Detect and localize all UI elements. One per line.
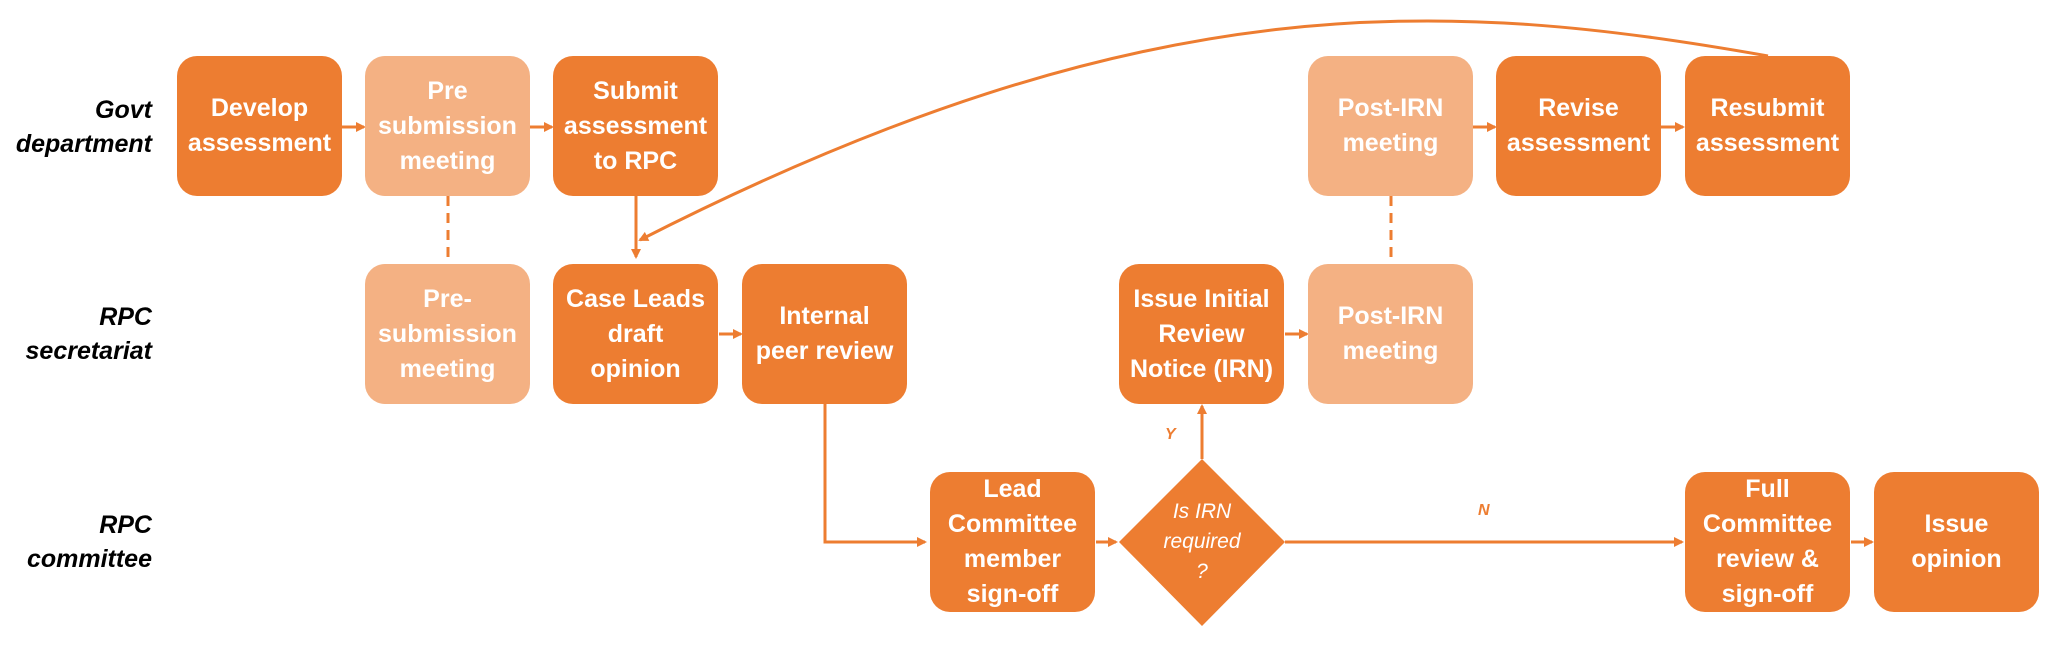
node-internal-peer-review: Internal peer review [742, 264, 907, 404]
arrow-resubmit-to-case-leads [638, 19, 1769, 242]
node-revise-assessment: Revise assessment [1496, 56, 1661, 196]
node-post-irn-meeting-rpc: Post-IRN meeting [1308, 264, 1473, 404]
edge-label-no: N [1478, 502, 1490, 519]
decision-diamond [1119, 459, 1285, 626]
node-issue-opinion: Issue opinion [1874, 472, 2039, 612]
lane-label-rpc-committee: RPC committee [26, 511, 152, 573]
node-post-irn-meeting-govt: Post-IRN meeting [1308, 56, 1473, 196]
lane-label-rpc-secretariat: RPC secretariat [25, 303, 152, 365]
node-case-leads-draft-opinion: Case Leads draft opinion [553, 264, 718, 404]
node-resubmit-assessment: Resubmit assessment [1685, 56, 1850, 196]
node-lead-committee-signoff: Lead Committee member sign-off [930, 472, 1095, 612]
lane-label-govt-department: Govt department [15, 96, 152, 158]
node-issue-irn: Issue Initial Review Notice (IRN) [1119, 264, 1284, 404]
node-pre-submission-meeting-rpc: Pre- submission meeting [365, 264, 530, 404]
node-pre-submission-meeting-govt: Pre submission meeting [365, 56, 530, 196]
node-develop-assessment: Develop assessment [177, 56, 342, 196]
node-full-committee-review: Full Committee review & sign-off [1685, 472, 1850, 612]
decision-irn-required-text: Is IRN required ? [1163, 500, 1241, 583]
arrow-peer-review-to-lead-committee [823, 404, 927, 547]
edge-label-yes: Y [1165, 426, 1176, 443]
node-submit-assessment: Submit assessment to RPC [553, 56, 718, 196]
